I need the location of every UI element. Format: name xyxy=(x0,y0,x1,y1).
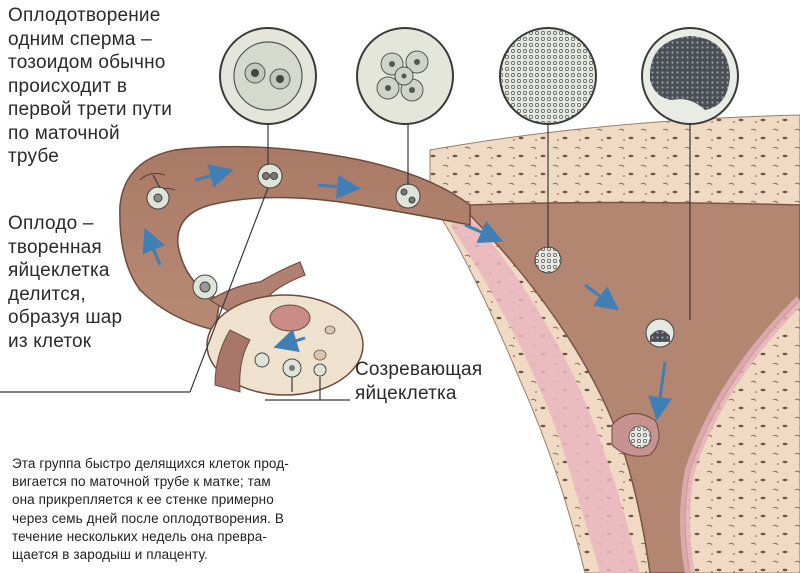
arrow-icon xyxy=(648,361,672,421)
arrow-icon xyxy=(317,174,361,199)
arrow-icon xyxy=(194,164,234,188)
cell-multi-stage-icon xyxy=(356,27,454,125)
arrow-icon xyxy=(273,329,306,353)
blastocyst-icon xyxy=(641,27,739,125)
implantation-site xyxy=(611,413,660,457)
arrow-icon xyxy=(464,221,504,244)
arrow-icon xyxy=(584,283,620,311)
fertilized-egg-label: Оплодо – творенная яйцеклетка делится, о… xyxy=(8,213,123,352)
cell-two-stage-icon xyxy=(219,27,317,125)
enlarged-stages xyxy=(219,27,739,125)
caption: Эта группа быстро делящихся клеток прод-… xyxy=(12,456,289,563)
arrow-icon xyxy=(142,227,165,266)
fertilization-label: Оплодотворение одним сперма – тозоидом о… xyxy=(8,5,173,167)
morula-icon xyxy=(499,27,597,125)
tube-cells xyxy=(146,163,675,348)
uterine-lining xyxy=(450,215,640,573)
leader-lines xyxy=(0,124,691,401)
maturing-egg-label: Созревающая яйцеклетка xyxy=(355,359,483,404)
arrows xyxy=(142,164,672,421)
fallopian-tube xyxy=(119,145,471,331)
